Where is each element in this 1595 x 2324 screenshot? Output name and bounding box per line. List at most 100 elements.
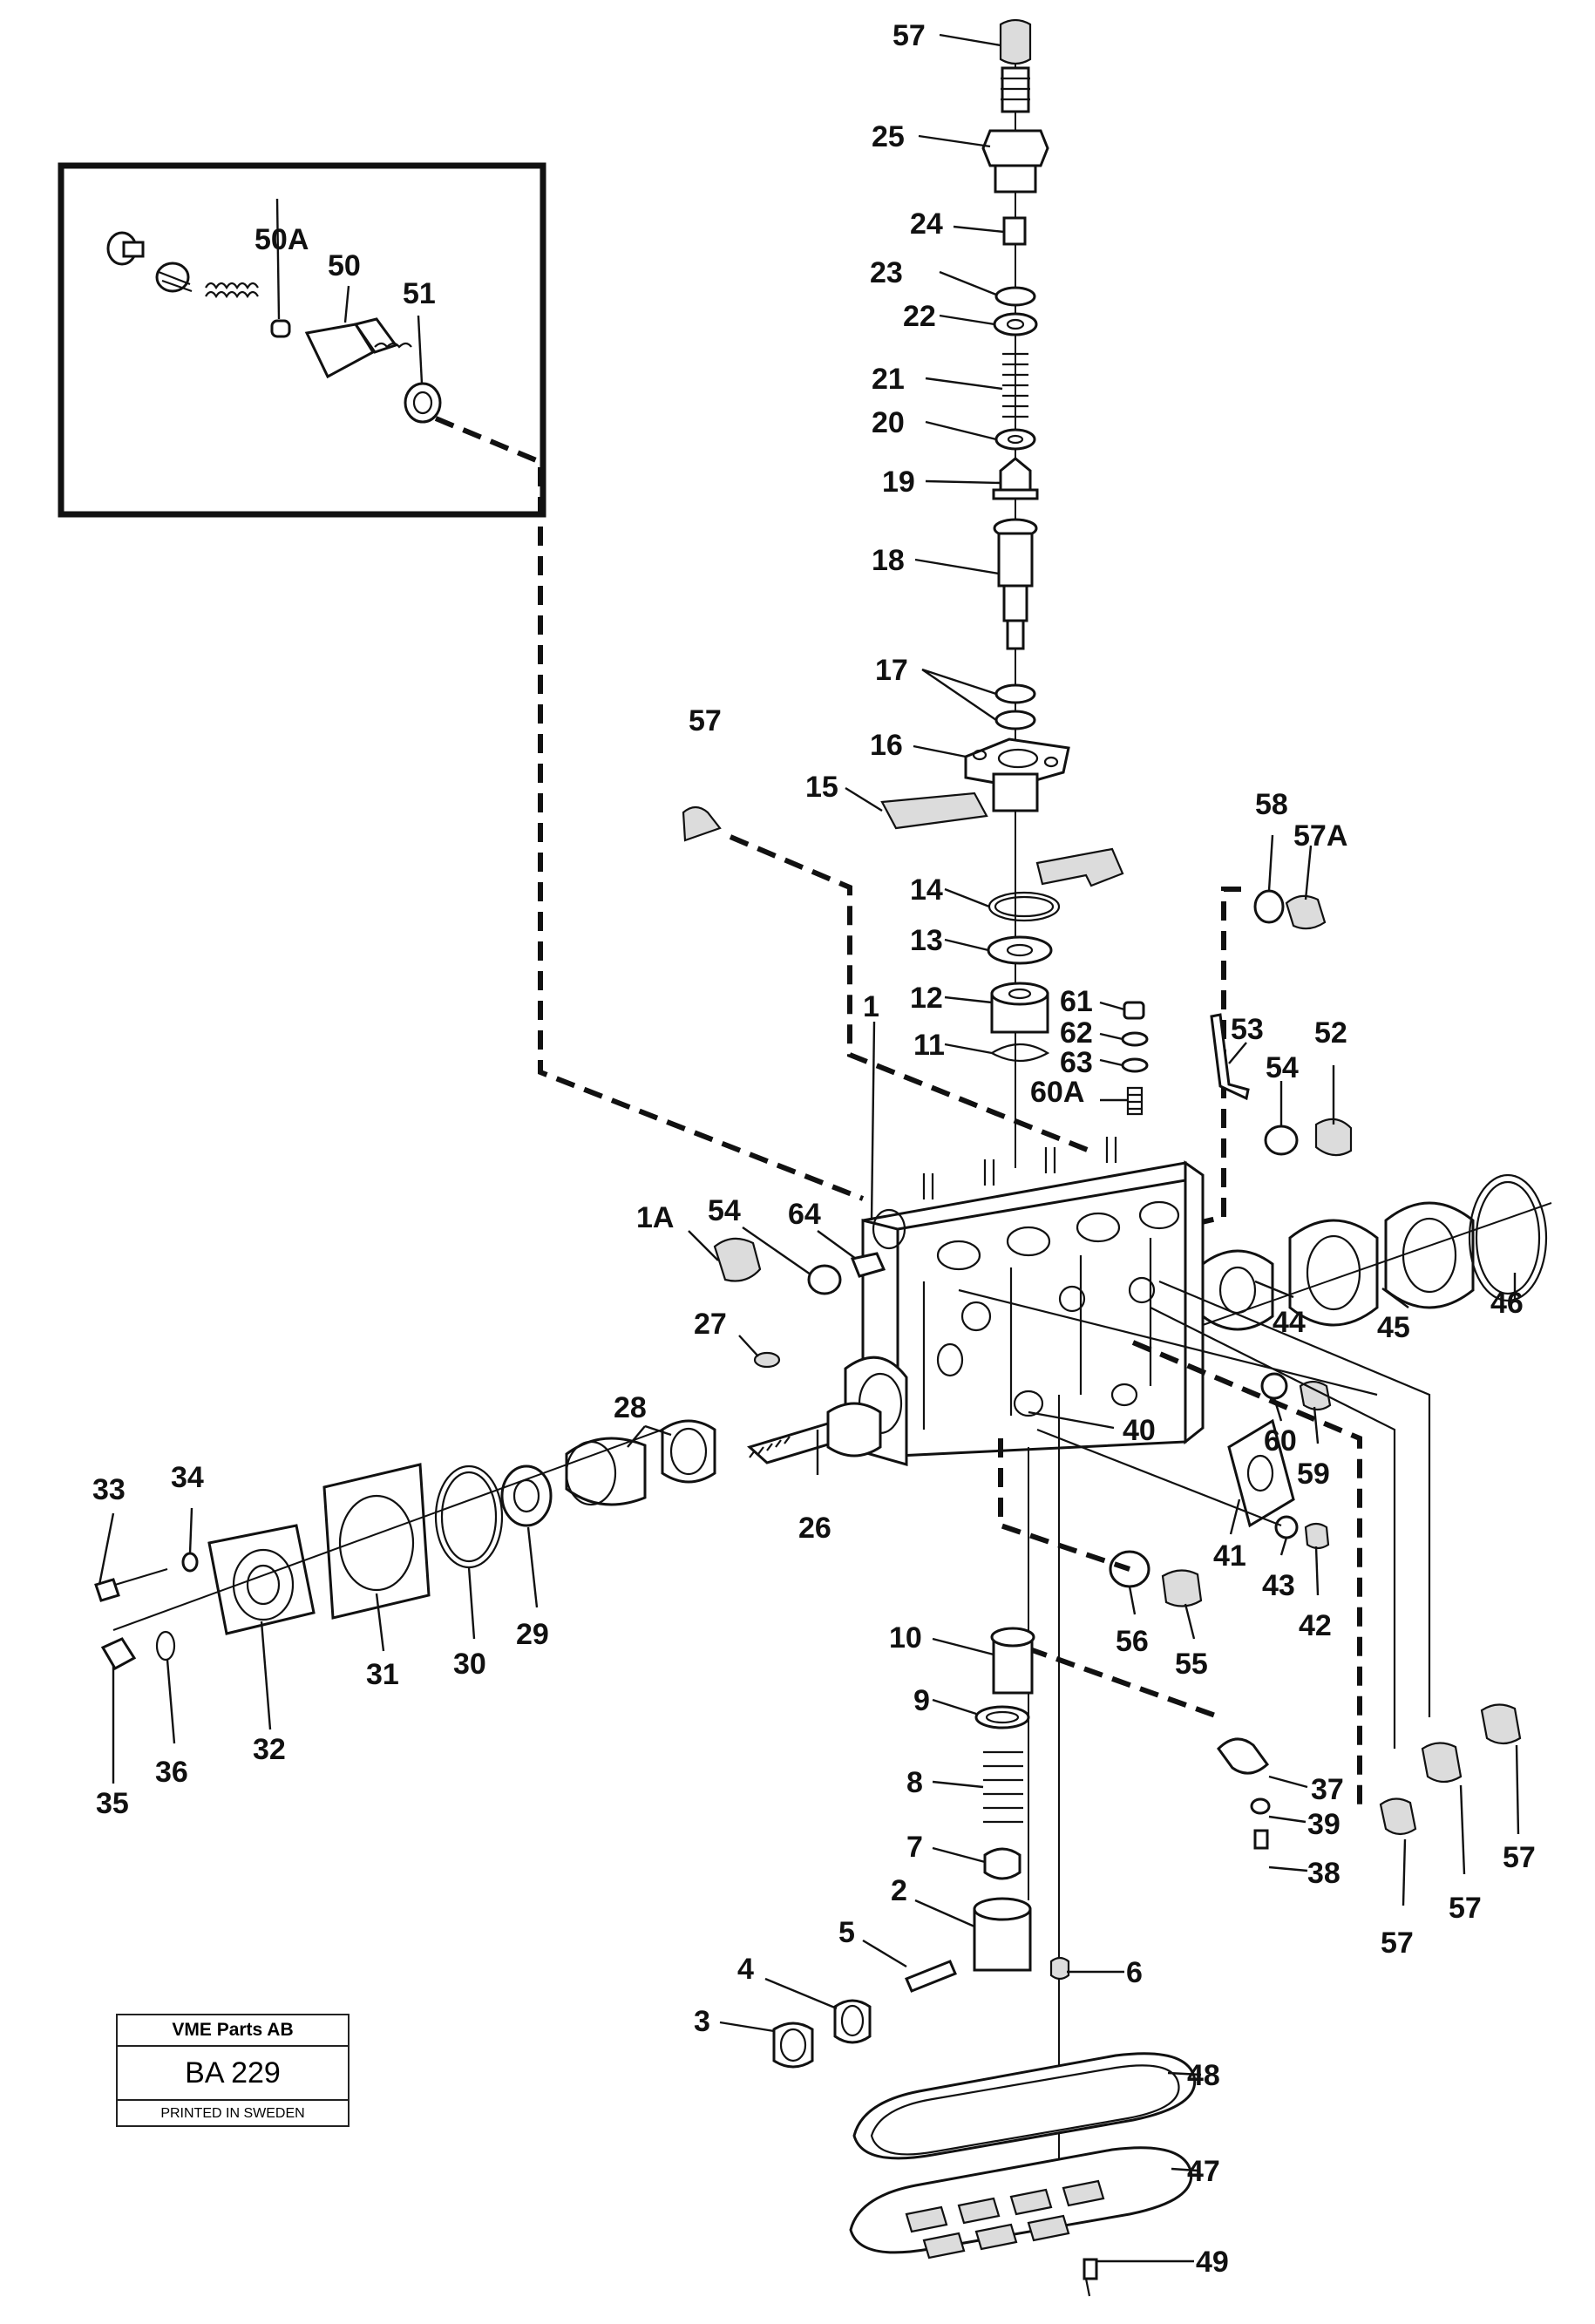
part-57A-plug	[1285, 894, 1327, 930]
part-labels: 57 25 24 23 22 21 20 19 18 17 16 57 15 1…	[92, 19, 1536, 2279]
stamp-printed: PRINTED IN SWEDEN	[160, 2106, 305, 2121]
label-56: 56	[1116, 1625, 1149, 1658]
label-29: 29	[516, 1618, 549, 1651]
line-to-57-r2	[1150, 1307, 1396, 1749]
dashed-link-37	[999, 1636, 1222, 1720]
label-42: 42	[1299, 1609, 1332, 1642]
label-24: 24	[910, 207, 943, 241]
label-26: 26	[798, 1512, 831, 1545]
line-to-57-r1	[1158, 1280, 1431, 1717]
part-54-right	[1264, 1125, 1299, 1156]
part-64	[850, 1252, 886, 1278]
label-20: 20	[872, 406, 905, 439]
label-33: 33	[92, 1473, 126, 1506]
label-64: 64	[788, 1198, 821, 1231]
inset-detail: 50A 50 51	[58, 162, 546, 518]
delivery-valve-stack	[964, 18, 1070, 1168]
label-54-left: 54	[708, 1194, 741, 1227]
label-50A: 50A	[255, 223, 309, 256]
part-53-key	[1210, 1013, 1250, 1101]
label-54-right: 54	[1266, 1051, 1299, 1084]
label-25: 25	[872, 120, 905, 153]
label-57-r3: 57	[1381, 1926, 1414, 1960]
label-38: 38	[1307, 1857, 1340, 1890]
dashed-link-56	[998, 1438, 1130, 1572]
label-31: 31	[366, 1658, 399, 1691]
dashed-link-57-r3	[1131, 1340, 1362, 1804]
label-45: 45	[1377, 1311, 1410, 1344]
part-15-plate	[880, 792, 988, 830]
label-18: 18	[872, 544, 905, 577]
label-30: 30	[453, 1648, 486, 1681]
label-57-top: 57	[893, 19, 926, 52]
label-15: 15	[805, 771, 838, 804]
label-50: 50	[328, 249, 361, 282]
label-21: 21	[872, 363, 905, 396]
label-23: 23	[870, 256, 903, 289]
label-55: 55	[1175, 1648, 1208, 1681]
label-58: 58	[1255, 788, 1288, 821]
label-11: 11	[913, 1029, 945, 1062]
label-37: 37	[1311, 1773, 1344, 1806]
label-53: 53	[1231, 1013, 1264, 1046]
label-46: 46	[1490, 1287, 1524, 1320]
label-44: 44	[1273, 1306, 1306, 1339]
label-57-left: 57	[689, 704, 722, 737]
label-36: 36	[155, 1756, 188, 1789]
label-10: 10	[889, 1621, 922, 1655]
bottom-cover	[849, 2052, 1197, 2297]
tappet-stack	[772, 1395, 1070, 2232]
label-19: 19	[882, 465, 915, 499]
part-1A-plug	[713, 1237, 762, 1282]
label-48: 48	[1187, 2059, 1220, 2092]
label-17: 17	[875, 654, 908, 687]
label-6: 6	[1126, 1956, 1143, 1989]
label-57-r2: 57	[1449, 1892, 1482, 1925]
label-59: 59	[1297, 1458, 1330, 1491]
label-43: 43	[1262, 1569, 1295, 1602]
label-27: 27	[694, 1308, 727, 1341]
dashed-link-inset	[434, 416, 865, 1201]
label-32: 32	[253, 1733, 286, 1766]
label-60: 60	[1264, 1424, 1297, 1458]
line-to-60	[958, 1288, 1378, 1396]
label-39: 39	[1307, 1808, 1340, 1841]
label-57A: 57A	[1293, 819, 1347, 853]
pump-housing	[844, 1137, 1205, 1466]
leader-lines	[98, 33, 1520, 2263]
label-1: 1	[863, 990, 879, 1023]
label-35: 35	[96, 1787, 129, 1820]
label-4: 4	[737, 1953, 754, 1986]
label-8: 8	[906, 1766, 923, 1799]
label-16: 16	[870, 729, 903, 762]
part-15-plate-b	[1035, 847, 1124, 887]
label-7: 7	[906, 1831, 923, 1864]
label-51: 51	[403, 277, 436, 310]
part-58-washer	[1253, 889, 1285, 924]
right-side-parts	[1109, 1173, 1552, 1850]
label-9: 9	[913, 1684, 930, 1717]
stamp-company: VME Parts AB	[118, 2015, 348, 2047]
label-14: 14	[910, 873, 943, 907]
dashed-link-57-left	[729, 834, 1091, 1153]
small-fasteners-61-63	[1121, 1001, 1149, 1116]
label-12: 12	[910, 982, 943, 1015]
label-28: 28	[614, 1391, 647, 1424]
stamp-drawing-number: BA 229	[118, 2047, 348, 2101]
label-2: 2	[891, 1874, 907, 1907]
part-52	[1314, 1118, 1353, 1157]
label-61: 61	[1060, 985, 1093, 1018]
part-27	[753, 1351, 781, 1369]
label-1A: 1A	[636, 1201, 674, 1234]
label-57-r1: 57	[1503, 1841, 1536, 1874]
label-47: 47	[1187, 2155, 1220, 2188]
label-49: 49	[1196, 2246, 1229, 2279]
label-3: 3	[694, 2005, 710, 2038]
label-22: 22	[903, 300, 936, 333]
label-5: 5	[838, 1916, 855, 1949]
label-13: 13	[910, 924, 943, 957]
label-62: 62	[1060, 1016, 1093, 1050]
title-stamp: VME Parts AB BA 229 PRINTED IN SWEDEN	[116, 2014, 350, 2127]
